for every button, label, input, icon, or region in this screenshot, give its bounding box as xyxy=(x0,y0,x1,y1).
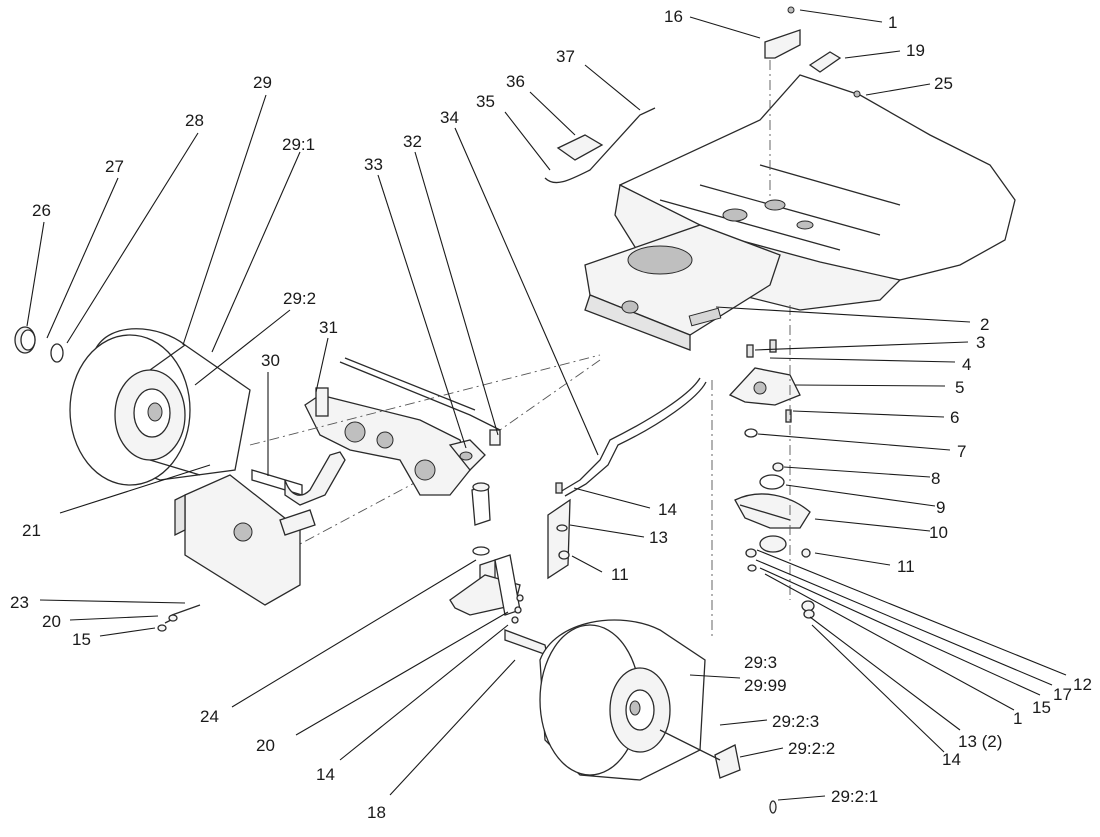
callout-15-left: 15 xyxy=(72,630,91,649)
callout-35: 35 xyxy=(476,92,495,111)
callout-20-left: 20 xyxy=(42,612,61,631)
callout-1-top: 1 xyxy=(888,13,897,32)
callout-31: 31 xyxy=(319,318,338,337)
callout-18: 18 xyxy=(367,803,386,822)
callout-labels: 16 1 19 25 37 36 35 34 32 33 29 28 29:1 … xyxy=(10,7,1092,822)
callout-3: 3 xyxy=(976,333,985,352)
hub-cap xyxy=(14,326,64,363)
callout-36: 36 xyxy=(506,72,525,91)
left-wheel xyxy=(69,328,251,486)
leader-lines xyxy=(26,9,1067,801)
callout-11-right: 11 xyxy=(897,557,915,576)
callout-14-right: 14 xyxy=(942,750,961,769)
callout-29-3: 29:3 xyxy=(744,653,777,672)
callout-25: 25 xyxy=(934,74,953,93)
callout-1-right: 1 xyxy=(1013,709,1022,728)
callout-26: 26 xyxy=(32,201,51,220)
callout-28: 28 xyxy=(185,111,204,130)
callout-13: 13 xyxy=(649,528,668,547)
callout-27: 27 xyxy=(105,157,124,176)
callout-24: 24 xyxy=(200,707,219,726)
callout-5: 5 xyxy=(955,378,964,397)
spindle xyxy=(449,546,548,656)
right-wheel xyxy=(539,619,777,814)
tie-rod xyxy=(547,377,707,580)
upper-bracket xyxy=(764,6,861,98)
callout-30: 30 xyxy=(261,351,280,370)
callout-23: 23 xyxy=(10,593,29,612)
guide-line xyxy=(249,354,601,446)
callout-6: 6 xyxy=(950,408,959,427)
callout-29-99: 29:99 xyxy=(744,676,787,695)
callout-29-2-2: 29:2:2 xyxy=(788,739,835,758)
callout-2: 2 xyxy=(980,315,989,334)
callout-14-lower: 14 xyxy=(316,765,335,784)
callout-19: 19 xyxy=(906,41,925,60)
callout-8: 8 xyxy=(931,469,940,488)
left-spindle-bracket xyxy=(157,474,316,632)
callout-14-mid: 14 xyxy=(658,500,677,519)
callout-11-mid: 11 xyxy=(611,565,629,584)
rod-bracket xyxy=(544,107,656,184)
callout-15-right: 15 xyxy=(1032,698,1051,717)
callout-12: 12 xyxy=(1073,675,1092,694)
callout-37: 37 xyxy=(556,47,575,66)
callout-29-2-3: 29:2:3 xyxy=(772,712,819,731)
callout-29-1: 29:1 xyxy=(282,135,315,154)
frame-plate xyxy=(584,224,781,351)
callout-29-2: 29:2 xyxy=(283,289,316,308)
callout-4: 4 xyxy=(962,355,971,374)
callout-29: 29 xyxy=(253,73,272,92)
callout-20-lower: 20 xyxy=(256,736,275,755)
callout-9: 9 xyxy=(936,498,945,517)
callout-13-2: 13 (2) xyxy=(958,732,1002,751)
steering-pivot-assembly xyxy=(728,339,815,619)
callout-34: 34 xyxy=(440,108,459,127)
callout-16: 16 xyxy=(664,7,683,26)
callout-33: 33 xyxy=(364,155,383,174)
callout-7: 7 xyxy=(957,442,966,461)
callout-32: 32 xyxy=(403,132,422,151)
callout-10: 10 xyxy=(929,523,948,542)
callout-29-2-1: 29:2:1 xyxy=(831,787,878,806)
callout-21: 21 xyxy=(22,521,41,540)
callout-17: 17 xyxy=(1053,685,1072,704)
steering-arm xyxy=(304,357,501,526)
